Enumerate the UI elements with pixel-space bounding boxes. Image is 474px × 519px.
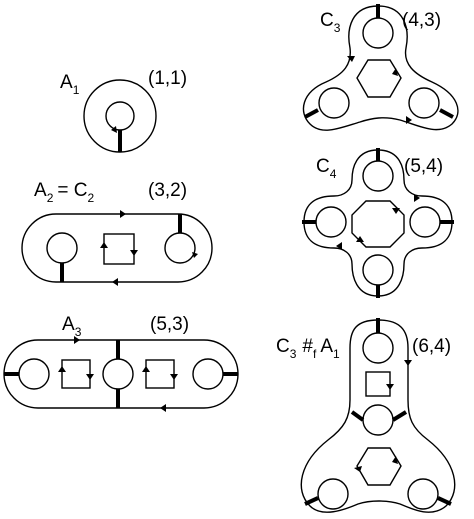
c3a1-left-cut [304, 496, 319, 506]
c4-arrow-icon-4 [336, 242, 342, 250]
a2-outer-boundary [21, 213, 213, 283]
c3-right-circle [408, 87, 440, 119]
diagram-c3: C3 (4,3) [302, 4, 459, 131]
diagram-a3: A3 (5,3) [3, 314, 239, 412]
a3-label: A3 [62, 314, 82, 339]
a3-right-square [145, 359, 175, 389]
c4-arrow-icon-1 [392, 208, 400, 214]
a2-right-circle [164, 232, 196, 264]
c3a1-middle-right-cut [391, 410, 408, 422]
a2-pair: (3,2) [148, 180, 187, 201]
c3a1-middle-circle [362, 404, 394, 436]
a2-top-arrow-icon [120, 210, 126, 218]
a3-pair: (5,3) [150, 314, 189, 335]
c4-top-circle [362, 160, 394, 192]
diagram-a2: A2= C2 (3,2) [21, 180, 213, 286]
c4-center-octagon [351, 200, 405, 248]
a3-left-square [61, 359, 91, 389]
a3-outer-boundary [3, 339, 239, 409]
c4-left-circle [315, 206, 347, 238]
c4-arrow-icon-2 [356, 236, 364, 242]
a3-arrow-icon-2 [170, 374, 178, 380]
c4-label: C4 [316, 156, 337, 181]
a3-arrow-icon-6 [160, 404, 166, 412]
a3-arrow-icon-3 [58, 366, 66, 372]
a2-square-arrow-icon-2 [100, 242, 108, 248]
c3a1-left-circle [317, 478, 349, 510]
a3-arrow-icon-1 [86, 374, 94, 380]
c3-center-hexagon [356, 59, 402, 98]
c3a1-arrow-icon-2 [386, 384, 394, 390]
a3-arrow-icon-4 [142, 366, 150, 372]
a3-arrow-icon-5 [74, 336, 80, 344]
c4-bottom-circle [362, 254, 394, 286]
c3-pair: (4,3) [402, 10, 441, 31]
c3-arrow-icon-1 [347, 56, 355, 62]
c3a1-right-cut [437, 496, 452, 506]
a3-middle-circle [102, 358, 134, 390]
diagram-c4: C4 (5,4) [302, 148, 454, 298]
c3-label: C3 [320, 10, 341, 35]
c3-left-circle [318, 87, 350, 119]
c3a1-arrow-icon-4 [354, 466, 362, 472]
a3-right-circle [192, 358, 224, 390]
c4-pair: (5,4) [404, 156, 443, 177]
c3a1-outer-boundary [300, 319, 456, 513]
a2-bottom-arrow-icon [112, 278, 118, 286]
c3-right-cut [439, 108, 454, 119]
c3a1-center-hexagon [356, 447, 402, 486]
a2-square-arrow-icon [130, 250, 138, 256]
c3a1-middle-left-cut [350, 410, 365, 422]
c3-outer-boundary [302, 5, 459, 131]
a2-center-square [103, 233, 135, 265]
a1-arrow-icon [111, 126, 117, 133]
c3a1-arrow-icon-3 [392, 456, 398, 464]
c3-arrow-icon-2 [392, 68, 398, 76]
a1-inner-circle [105, 101, 135, 131]
c3-arrow-icon-3 [406, 116, 412, 124]
diagram-a1: A1 (1,1) [60, 68, 187, 153]
a2-circle-arrow-icon [192, 252, 198, 258]
c3-left-cut [304, 108, 319, 119]
c4-arrow-icon-3 [414, 194, 420, 202]
a1-label: A1 [60, 72, 80, 97]
a2-label: A2= C2 [34, 180, 94, 205]
c3a1-pair: (6,4) [412, 336, 451, 357]
a1-pair: (1,1) [148, 68, 187, 89]
a3-left-circle [18, 358, 50, 390]
a2-left-circle [46, 232, 78, 264]
c3a1-top-circle [362, 332, 394, 364]
c4-right-circle [409, 206, 441, 238]
c3-top-circle [362, 17, 394, 49]
c3a1-arrow-icon-1 [404, 360, 412, 366]
c3a1-right-circle [407, 478, 439, 510]
